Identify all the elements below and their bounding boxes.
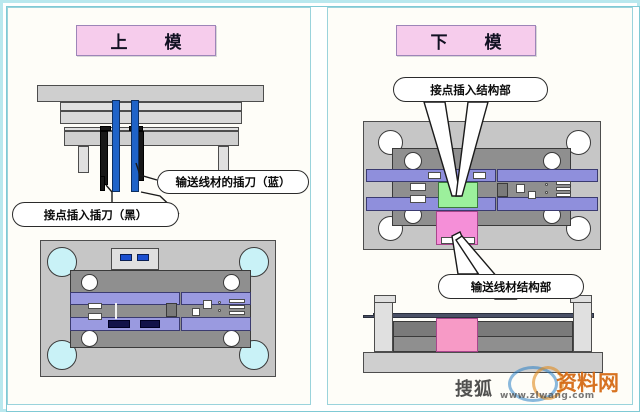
lower-right-white-2 — [528, 191, 536, 199]
lower-right-block — [497, 183, 508, 197]
lower-post-cap-left — [374, 295, 396, 303]
pink-detail-pad-1 — [441, 237, 454, 244]
lower-right-dot-2 — [545, 191, 548, 194]
callout-black-blade[interactable]: 接点插入插刀（黑） — [12, 202, 179, 227]
upper-spacer-strip — [64, 127, 239, 131]
black-blade-tip-left — [100, 176, 105, 191]
upper-plate-3 — [60, 111, 242, 124]
lower-white-pad-1 — [428, 172, 441, 179]
lower-guide-br — [566, 216, 591, 241]
plan-right-white-2 — [203, 300, 212, 309]
panel-title-upper-die: 上 模 — [76, 25, 216, 56]
panel-title-lower-die: 下 模 — [396, 25, 536, 56]
lower-right-white-1 — [516, 184, 525, 193]
lower-white-pad-4 — [410, 195, 426, 203]
plan-right-block — [166, 303, 177, 317]
lower-bolster-plate — [363, 352, 603, 373]
lower-right-bar-2 — [556, 187, 571, 191]
lower-white-pad-2 — [473, 172, 486, 179]
lower-rail-upper-right — [497, 169, 598, 182]
lower-die-body-upper — [393, 321, 573, 337]
lower-right-dot-1 — [545, 183, 548, 186]
upper-leg-right — [218, 146, 229, 173]
plan-detail-slot — [115, 303, 117, 319]
upper-leg-left — [78, 146, 89, 173]
lower-bolt-tl — [404, 152, 422, 170]
guide-bushing-br — [239, 340, 269, 370]
lower-post-right — [573, 300, 592, 352]
plan-blue-pad-2 — [137, 254, 149, 261]
plan-detail-white-2 — [88, 313, 102, 320]
plan-bolt-tl — [81, 274, 98, 291]
plan-right-bar-2 — [229, 305, 245, 309]
lower-post-cap-right — [570, 295, 592, 303]
plan-top-block — [111, 248, 159, 270]
lower-post-left — [374, 300, 393, 352]
upper-backing-plate — [37, 85, 264, 102]
lower-bolt-tr — [543, 152, 561, 170]
plan-right-dot-2 — [218, 309, 221, 312]
lower-wire-guide-rail — [373, 313, 594, 318]
plan-navy-pad-1 — [108, 320, 130, 328]
plan-blue-pad-1 — [120, 254, 132, 261]
plan-rail-upper-left — [70, 292, 180, 305]
lower-right-bar-3 — [556, 193, 571, 197]
callout-blue-blade[interactable]: 输送线材的插刀（蓝） — [157, 170, 309, 194]
plan-bolt-tr — [223, 274, 240, 291]
callout-contact-structure[interactable]: 接点插入结构部 — [393, 77, 548, 102]
plan-navy-pad-2 — [140, 320, 160, 328]
plan-bolt-br — [223, 330, 240, 347]
lower-white-pad-3 — [410, 183, 426, 191]
green-contact-insert-block — [438, 182, 478, 208]
upper-stripper-plate — [64, 131, 239, 146]
blade-clamp-left — [100, 126, 111, 131]
upper-plate-2 — [60, 102, 242, 111]
lower-right-bar-1 — [556, 181, 571, 185]
lower-rail-lower-right — [497, 197, 598, 211]
blue-feed-blade-2 — [131, 100, 139, 192]
plan-right-bar-1 — [229, 299, 245, 303]
pink-detail-pad-2 — [462, 237, 475, 244]
pink-wire-feed-block-section — [436, 318, 478, 352]
plan-bolt-bl — [81, 330, 98, 347]
plan-right-white-1 — [192, 308, 200, 316]
plan-rail-lower-right — [181, 317, 251, 331]
plan-right-dot-1 — [218, 301, 221, 304]
plan-detail-white-1 — [88, 303, 102, 309]
blue-feed-blade — [112, 100, 120, 192]
callout-wire-structure[interactable]: 输送线材结构部 — [438, 274, 584, 299]
plan-right-bar-3 — [229, 311, 245, 315]
